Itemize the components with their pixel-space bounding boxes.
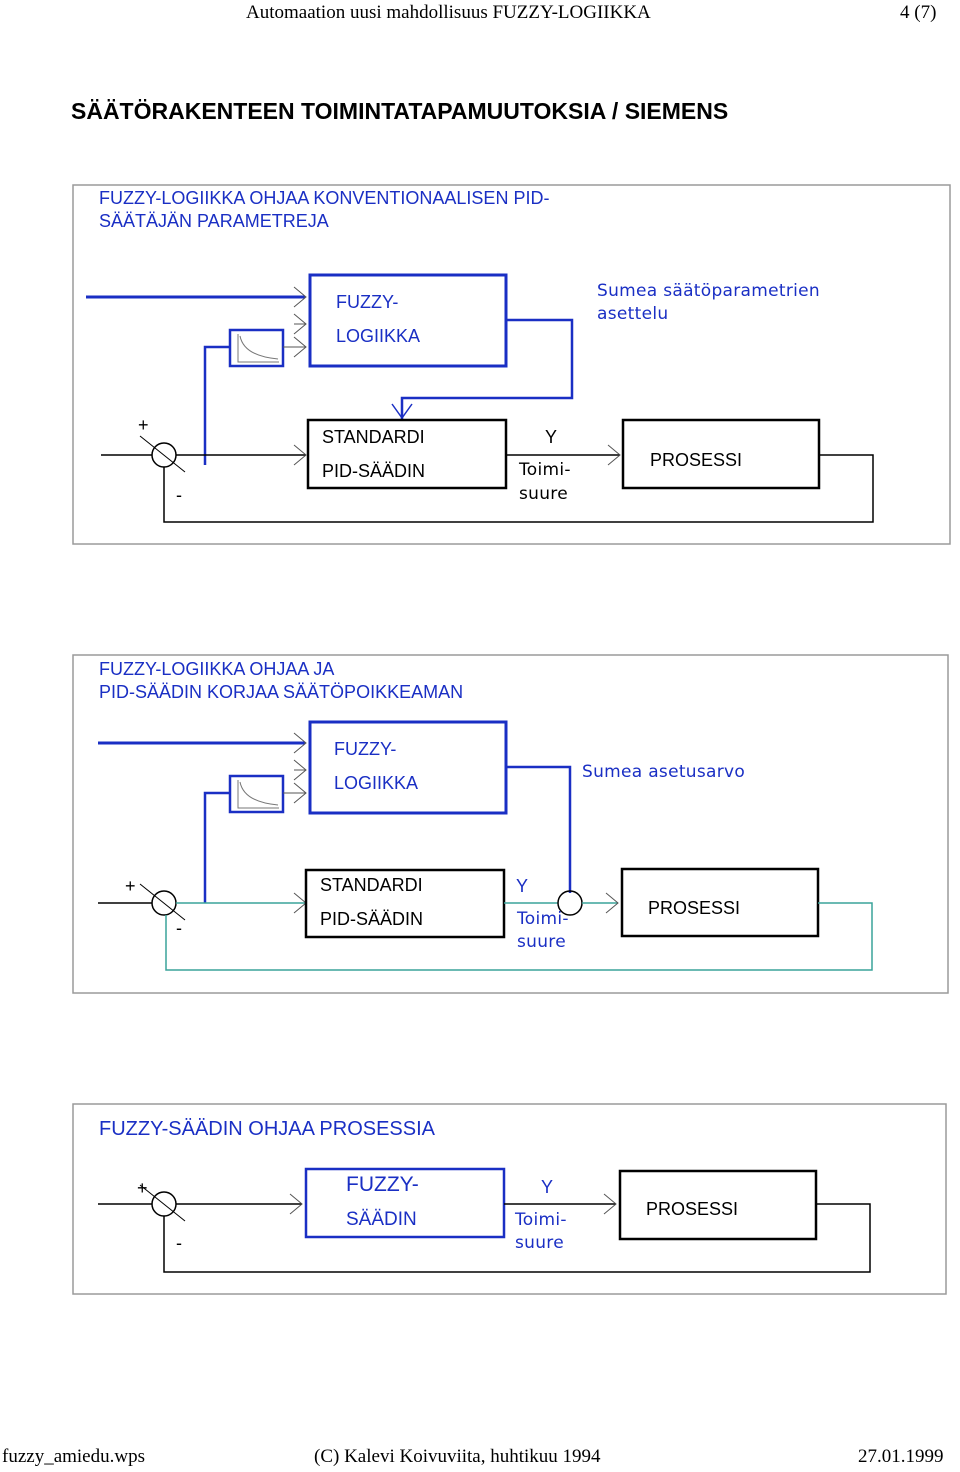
diagram3-title: FUZZY-SÄÄDIN OHJAA PROSESSIA — [99, 1118, 436, 1140]
diagram2-process-label: PROSESSI — [648, 898, 741, 918]
diagram2-plus-sign: + — [125, 876, 136, 896]
diagram2-fuzzy-label-line1: FUZZY- — [334, 739, 397, 759]
diagram3-fuzzy-label-line1: FUZZY- — [346, 1173, 419, 1196]
diagram2-title-line1: FUZZY-LOGIIKKA OHJAA JA — [99, 659, 335, 679]
diagram3-process-box — [618, 1169, 818, 1241]
diagram2-pid-label-line1: STANDARDI — [320, 875, 423, 895]
diagram3-toimi-line1: Toimi- — [515, 1210, 567, 1230]
diagram3-minus-sign: - — [176, 1233, 182, 1253]
diagram2-title-line2: PID-SÄÄDIN KORJAA SÄÄTÖPOIKKEAMAN — [99, 682, 464, 702]
footer-filename: fuzzy_amiedu.wps — [2, 1446, 145, 1467]
header-page-number: 4 (7) — [900, 2, 937, 23]
header-title: Automaation uusi mahdollisuus FUZZY-LOGI… — [246, 2, 651, 23]
page-title: SÄÄTÖRAKENTEEN TOIMINTATAPAMUUTOKSIA / S… — [71, 98, 729, 124]
diagram1-pid-label-line1: STANDARDI — [322, 427, 425, 447]
diagram3-graphics — [72, 1103, 947, 1295]
diagram1-fuzzy-label-line2: LOGIIKKA — [336, 326, 421, 346]
diagram2-toimi-line2: suure — [517, 932, 566, 952]
diagram2-fuzzy-label-line2: LOGIIKKA — [334, 773, 419, 793]
diagram1-process-box — [621, 418, 821, 490]
diagram2-output-label: Sumea asetusarvo — [582, 762, 746, 782]
diagram1-y-label: Y — [545, 427, 558, 447]
diagram2-fuzzy-box — [308, 720, 508, 815]
diagram3-toimi-line2: suure — [515, 1233, 564, 1253]
diagram2-y-label: Y — [516, 876, 529, 896]
diagram1-process-label: PROSESSI — [650, 450, 743, 470]
footer-copyright: (C) Kalevi Koivuviita, huhtikuu 1994 — [314, 1446, 601, 1467]
diagram2-graphics — [72, 654, 949, 994]
diagram1-output-label-line1: Sumea säätöparametrien — [597, 281, 821, 301]
diagram3-fuzzy-box — [304, 1167, 506, 1239]
diagram1-pid-label-line2: PID-SÄÄDIN — [322, 461, 426, 481]
diagram3-process-label: PROSESSI — [646, 1199, 739, 1219]
diagram1-graphics — [72, 184, 951, 545]
diagram1-frame — [72, 184, 951, 545]
diagram1-title-line1: FUZZY-LOGIIKKA OHJAA KONVENTIONAALISEN P… — [99, 188, 550, 208]
diagram1-toimi-line2: suure — [519, 484, 568, 504]
diagram1-title-line2: SÄÄTÄJÄN PARAMETREJA — [99, 211, 329, 231]
diagram1-fuzzy-label-line1: FUZZY- — [336, 292, 399, 312]
diagram1-pid-box — [306, 418, 508, 490]
diagram3-plus-sign: + — [137, 1178, 148, 1198]
diagram1-output-label-line2: asettelu — [597, 304, 669, 324]
diagram1-fuzzy-box — [308, 273, 508, 368]
diagram3-fuzzy-label-line2: SÄÄDIN — [346, 1209, 417, 1230]
diagram1-toimi-line1: Toimi- — [519, 460, 571, 480]
diagram2-minus-sign: - — [176, 918, 182, 938]
diagram3-frame — [72, 1103, 947, 1295]
diagram2-toimi-line1: Toimi- — [517, 909, 569, 929]
diagram1-minus-sign: - — [176, 485, 182, 505]
diagram2-pid-label-line2: PID-SÄÄDIN — [320, 909, 424, 929]
diagram2-frame — [72, 654, 949, 994]
diagram3-y-label: Y — [541, 1177, 554, 1197]
diagram1-plus-sign: + — [138, 415, 149, 435]
footer-date: 27.01.1999 — [858, 1446, 944, 1467]
